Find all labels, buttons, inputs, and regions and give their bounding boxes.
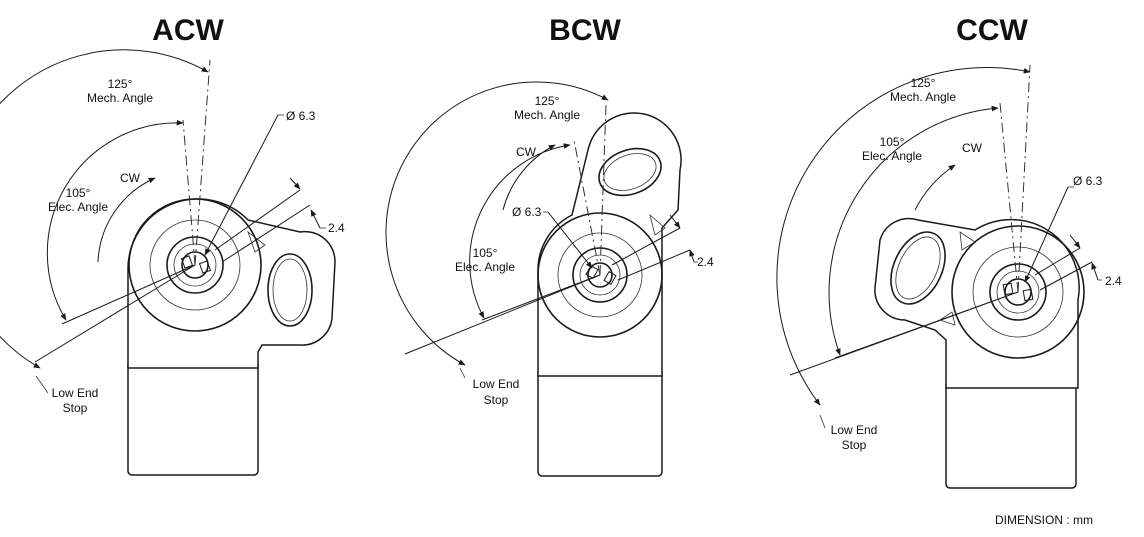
diameter-label: Ø 6.3 — [286, 109, 316, 123]
mech-angle-value: 125° — [535, 94, 560, 108]
elec-angle-value: 105° — [473, 246, 498, 260]
sensor-housing — [874, 217, 1085, 489]
width-label: 2.4 — [697, 255, 714, 269]
low-end-stop-label: Low End — [52, 386, 99, 400]
annotation-labels: 125° Mech. Angle 105° Elec. Angle CW Ø 6… — [48, 77, 345, 415]
units-note: DIMENSION : mm — [995, 513, 1093, 527]
mech-angle-value: 125° — [911, 76, 936, 90]
sensor-housing — [537, 112, 682, 477]
low-end-stop-label: Low End — [831, 423, 878, 437]
elec-angle-label: Elec. Angle — [455, 260, 515, 274]
width-label: 2.4 — [328, 221, 345, 235]
elec-angle-value: 105° — [880, 135, 905, 149]
view-title: CCW — [956, 14, 1028, 47]
rotation-label: CW — [516, 145, 537, 159]
sensor-housing — [127, 198, 336, 476]
low-end-stop-label: Low End — [473, 377, 520, 391]
low-end-stop-label: Stop — [484, 393, 509, 407]
view-title: ACW — [152, 14, 224, 47]
elec-angle-value: 105° — [66, 186, 91, 200]
rotation-label: CW — [120, 171, 141, 185]
view-ccw: CCW — [776, 14, 1122, 489]
mech-angle-label: Mech. Angle — [890, 90, 956, 104]
elec-angle-label: Elec. Angle — [48, 200, 108, 214]
rotation-label: CW — [962, 141, 983, 155]
view-acw: ACW — [0, 14, 345, 476]
view-title: BCW — [549, 14, 621, 47]
annotation-labels: 125° Mech. Angle 105° Elec. Angle CW Ø 6… — [455, 94, 714, 407]
mech-angle-label: Mech. Angle — [514, 108, 580, 122]
mech-angle-value: 125° — [108, 77, 133, 91]
view-bcw: BCW 125° — [385, 14, 714, 477]
diameter-label: Ø 6.3 — [1073, 174, 1103, 188]
low-end-stop-label: Stop — [63, 401, 88, 415]
width-label: 2.4 — [1105, 274, 1122, 288]
low-end-stop-label: Stop — [842, 438, 867, 452]
elec-angle-label: Elec. Angle — [862, 149, 922, 163]
diameter-label: Ø 6.3 — [512, 205, 542, 219]
annotation-labels: 125° Mech. Angle 105° Elec. Angle CW Ø 6… — [831, 76, 1122, 452]
mech-angle-label: Mech. Angle — [87, 91, 153, 105]
